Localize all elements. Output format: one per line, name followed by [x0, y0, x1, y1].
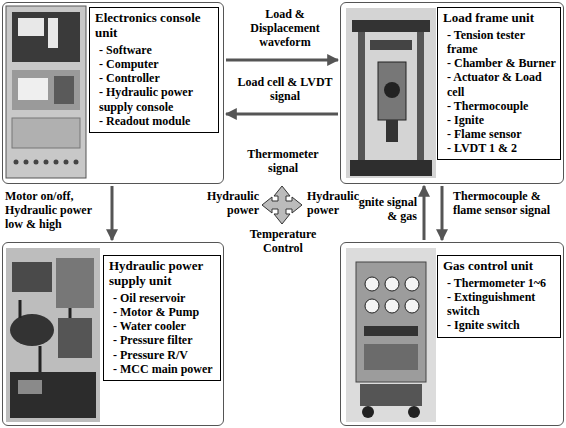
flow-label: Hydraulic power	[196, 190, 260, 218]
load-frame-photo	[346, 8, 436, 178]
component-item: - Hydraulic power supply console	[95, 85, 214, 113]
unit-heading: Hydraulic power supply unit	[109, 259, 216, 289]
component-item: - Software	[95, 43, 214, 57]
component-item: - Oil reservoir	[109, 291, 216, 305]
component-item: - Controller	[95, 71, 214, 85]
signal-label: Load cell & LVDT signal	[232, 76, 338, 104]
component-item: - Extinguishment switch	[443, 290, 556, 318]
unit-box: Electronics console unit - Software- Comp…	[2, 2, 224, 184]
component-item: - Computer	[95, 57, 214, 71]
signal-arrow	[441, 186, 444, 240]
flow-label: Hydraulic power	[306, 190, 358, 218]
component-item: - Flame sensor	[443, 127, 556, 141]
flow-label: Thermometer signal	[238, 148, 328, 176]
unit-text-panel: Gas control unit - Thermometer 1~6- Extin…	[437, 255, 561, 338]
component-item: - Thermometer 1~6	[443, 276, 556, 290]
console-photo	[6, 6, 86, 178]
component-item: - Actuator & Load cell	[443, 70, 556, 98]
unit-heading: Load frame unit	[443, 11, 556, 26]
component-item: - Chamber & Burner	[443, 56, 556, 70]
component-item: - Tension tester frame	[443, 28, 556, 56]
component-item: - Thermocouple	[443, 99, 556, 113]
component-item: - Readout module	[95, 114, 214, 128]
signal-label: Thermocouple & flame sensor signal	[452, 190, 564, 218]
unit-text-panel: Hydraulic power supply unit - Oil reservo…	[103, 255, 221, 381]
unit-heading: Electronics console unit	[95, 11, 214, 41]
hydraulic-unit-photo	[6, 248, 100, 422]
signal-arrow	[226, 59, 338, 62]
unit-box: Gas control unit - Thermometer 1~6- Extin…	[340, 242, 564, 426]
component-item: - LVDT 1 & 2	[443, 141, 556, 155]
component-item: - Pressure R/V	[109, 348, 216, 362]
unit-box: Hydraulic power supply unit - Oil reservo…	[2, 242, 224, 426]
four-way-arrow-symbol	[262, 186, 302, 224]
component-item: - MCC main power	[109, 362, 216, 376]
unit-text-panel: Load frame unit - Tension tester frame- C…	[437, 7, 561, 160]
flow-label: Temperature Control	[240, 228, 326, 256]
signal-arrow	[111, 186, 114, 240]
signal-label: Load & Displacement waveform	[232, 8, 338, 49]
signal-arrow	[226, 113, 338, 116]
unit-heading: Gas control unit	[443, 259, 556, 274]
component-item: - Motor & Pump	[109, 305, 216, 319]
unit-box: Load frame unit - Tension tester frame- C…	[340, 2, 564, 184]
unit-text-panel: Electronics console unit - Software- Comp…	[89, 7, 219, 133]
gas-control-photo	[346, 248, 436, 422]
component-item: - Ignite switch	[443, 318, 556, 332]
signal-label: Motor on/off, Hydraulic power low & high	[4, 190, 104, 231]
signal-arrow	[423, 186, 426, 240]
component-item: - Water cooler	[109, 319, 216, 333]
component-item: - Pressure filter	[109, 333, 216, 347]
component-item: - Ignite	[443, 113, 556, 127]
